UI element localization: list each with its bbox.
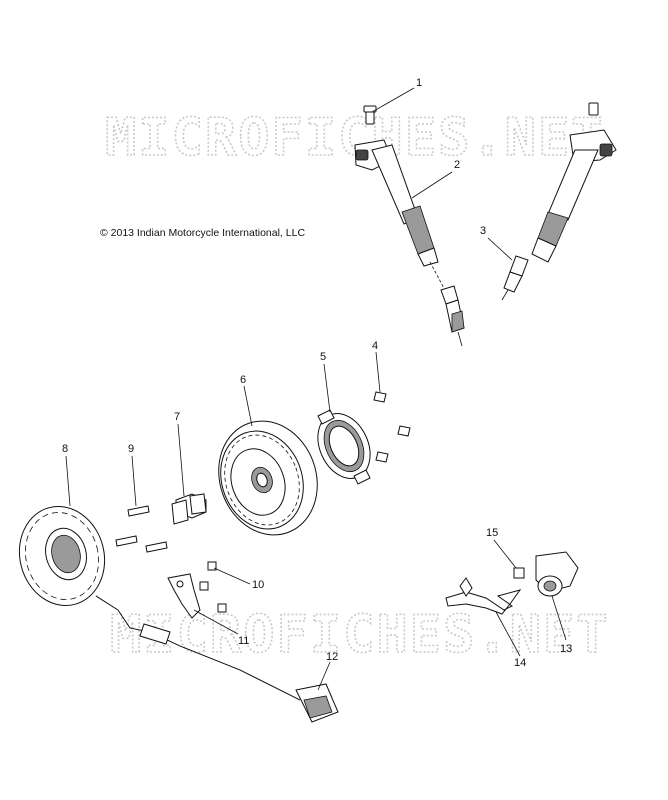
part-7-flywheel-bolt <box>171 493 207 525</box>
callout-8: 8 <box>62 443 68 455</box>
callout-15: 15 <box>486 527 498 539</box>
part-9-stator-bolts <box>115 505 168 553</box>
part-3-spark-plug-coil <box>501 102 617 301</box>
part-4-bolts <box>373 391 411 463</box>
callout-13: 13 <box>560 643 572 655</box>
callout-4: 4 <box>372 340 378 352</box>
watermark-top: MICROFICHES.NET <box>105 108 605 168</box>
callout-1: 1 <box>416 77 422 89</box>
callout-14: 14 <box>514 657 526 669</box>
callout-6: 6 <box>240 374 246 386</box>
part-12-wiring-harness <box>95 595 339 723</box>
part-6-flywheel <box>218 420 318 536</box>
copyright-notice: © 2013 Indian Motorcycle International, … <box>100 227 305 239</box>
callout-12: 12 <box>326 651 338 663</box>
callout-9: 9 <box>128 443 134 455</box>
part-13-sensor <box>535 551 579 597</box>
part-2-ignition-coil <box>354 139 439 267</box>
spark-plug-left <box>429 261 465 347</box>
part-10-screws <box>199 561 227 613</box>
part-11-bracket <box>167 573 201 619</box>
callout-2: 2 <box>454 159 460 171</box>
part-8-stator <box>18 505 106 607</box>
callout-10: 10 <box>252 579 264 591</box>
callout-3: 3 <box>480 225 486 237</box>
callout-5: 5 <box>320 351 326 363</box>
part-1-bolt <box>363 105 377 125</box>
part-5-bearing-ring <box>317 409 371 485</box>
watermark-bottom: MICROFICHES.NET <box>110 605 610 665</box>
leader-lines <box>65 87 567 691</box>
part-14-bracket <box>445 577 522 615</box>
callout-11: 11 <box>238 635 249 647</box>
part-15-screw <box>513 567 525 579</box>
callout-7: 7 <box>174 411 180 423</box>
